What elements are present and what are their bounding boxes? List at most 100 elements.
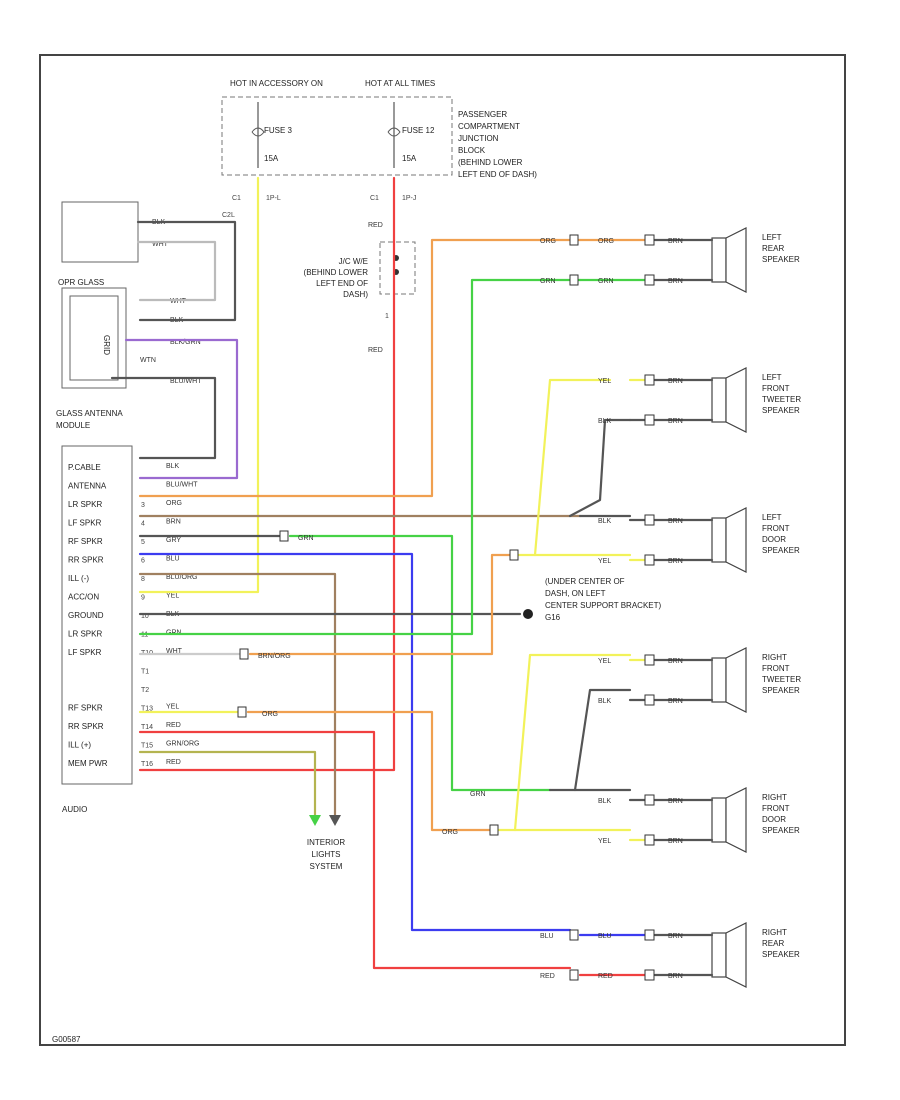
ground-note-3: G16 (545, 613, 561, 622)
speaker-connector (644, 929, 655, 941)
audio-pin-number: 10 (141, 613, 149, 620)
speaker-wire-label: BLK (598, 698, 612, 705)
speaker-name-line: FRONT (762, 664, 790, 673)
audio-pin-label: RF SPKR (68, 537, 103, 546)
speaker-lead-label: BRN (668, 238, 683, 245)
speaker-wire-label: GRN (598, 278, 614, 285)
speaker-magnet-icon (711, 932, 727, 978)
speaker-lead-label: BRN (668, 698, 683, 705)
antenna-c-label: C2L (222, 212, 235, 219)
audio-pin-number: T2 (141, 687, 149, 694)
audio-pin-number: 8 (141, 576, 145, 583)
wire-ill-plus (138, 750, 317, 817)
audio-wire-color: YEL (166, 593, 179, 600)
audio-pin-label: RF SPKR (68, 704, 103, 713)
audio-pin-label: ILL (-) (68, 574, 89, 583)
audio-pin-label: GROUND (68, 611, 104, 620)
speaker-name-line: LEFT (762, 513, 782, 522)
antenna-wires (110, 220, 239, 480)
antenna-title-0: GLASS ANTENNA (56, 409, 123, 418)
mid-label-org: ORG (262, 711, 278, 718)
junction-desc-2: JUNCTION (458, 134, 499, 143)
speaker-wire-label: BLU (598, 933, 612, 940)
speaker-name-line: REAR (762, 244, 784, 253)
audio-pin-number: T16 (141, 761, 153, 768)
mid-label-grn-bottom: GRN (470, 791, 486, 798)
audio-wire-color: BLU/ORG (166, 574, 198, 581)
audio-wire-color: GRN/ORG (166, 741, 199, 748)
junction-desc-4: (BEHIND LOWER (458, 158, 523, 167)
wire-antenna-blk (136, 220, 237, 322)
junction-block: HOT IN ACCESSORY ON HOT AT ALL TIMES FUS… (221, 79, 537, 202)
junction-desc-0: PASSENGER (458, 110, 507, 119)
fuse-3-amp: 15A (264, 154, 279, 163)
audio-pin-number: 9 (141, 595, 145, 602)
audio-pin-label: LF SPKR (68, 519, 102, 528)
wire-rf-grn (288, 534, 552, 792)
wire-rr-red (138, 730, 572, 970)
speaker-wire-label: YEL (598, 558, 611, 565)
speaker-name-line: RIGHT (762, 928, 787, 937)
joint-connector: J/C W/E (BEHIND LOWER LEFT END OF DASH) … (304, 222, 416, 354)
audio-box (61, 445, 133, 785)
joint-red-top: RED (368, 222, 383, 229)
speaker-inline-connector (569, 969, 579, 981)
hot-label-1: HOT IN ACCESSORY ON (230, 79, 323, 88)
interior-lights-2: SYSTEM (310, 862, 343, 871)
audio-pin-label: MEM PWR (68, 759, 108, 768)
speaker-connector (644, 969, 655, 981)
antenna-title-1: MODULE (56, 421, 90, 430)
audio-pin-label: RR SPKR (68, 556, 104, 565)
speaker-connector (644, 274, 655, 286)
joint-desc-0: J/C W/E (339, 257, 368, 266)
audio-pin-label: LF SPKR (68, 648, 102, 657)
audio-pin-number: T13 (141, 706, 153, 713)
connector-lf-wht (239, 648, 249, 660)
speaker-connector (644, 234, 655, 246)
junction-desc-5: LEFT END OF DASH) (458, 170, 537, 179)
audio-pin-number: 3 (141, 502, 145, 509)
speaker-name-line: RIGHT (762, 793, 787, 802)
speaker-wire-label-b: GRN (540, 278, 556, 285)
interior-lights-0: INTERIOR (307, 838, 345, 847)
audio-pin-label: LR SPKR (68, 500, 102, 509)
speaker-name-line: TWEETER (762, 395, 801, 404)
wire-antenna-blk-grid (110, 376, 217, 460)
speaker-name-line: REAR (762, 939, 784, 948)
antenna-upper-box (61, 201, 139, 263)
audio-pin-label: ACC/ON (68, 593, 99, 602)
speaker-connector (644, 374, 655, 386)
audio-pin-label: P.CABLE (68, 463, 101, 472)
audio-wire-color: YEL (166, 704, 179, 711)
speaker-connector (644, 514, 655, 526)
wire-rf-tweeter-blk (548, 688, 632, 792)
speaker-name-line: LEFT (762, 233, 782, 242)
fuse-3-label: FUSE 3 (264, 126, 293, 135)
speaker-inline-connector (569, 234, 579, 246)
inline-connectors (237, 530, 519, 836)
junction-desc-3: BLOCK (458, 146, 486, 155)
fuse-12-icon (387, 127, 401, 137)
mid-label-grn: GRN (298, 535, 314, 542)
speaker-lead-label: BRN (668, 658, 683, 665)
speaker-lead-label: BRN (668, 518, 683, 525)
diagram-frame (39, 54, 846, 1046)
antenna-inner-box (69, 295, 119, 381)
speaker-lead-label: BRN (668, 973, 683, 980)
speaker-magnet-icon (711, 657, 727, 703)
speaker-wire-label: YEL (598, 378, 611, 385)
audio-wire-color: BRN (166, 519, 181, 526)
wire-lr-org (138, 238, 582, 498)
speaker-wire-label: RED (598, 973, 613, 980)
wire-antenna-purple (124, 338, 239, 480)
wire-rf-tweeter-yel (493, 653, 632, 832)
speaker-cone-icon (725, 367, 747, 433)
antenna-wire-wht2: WHT (170, 298, 187, 305)
audio-wire-color: RED (166, 722, 181, 729)
connector-rf-gry (279, 530, 289, 542)
speaker-name-line: DOOR (762, 815, 786, 824)
